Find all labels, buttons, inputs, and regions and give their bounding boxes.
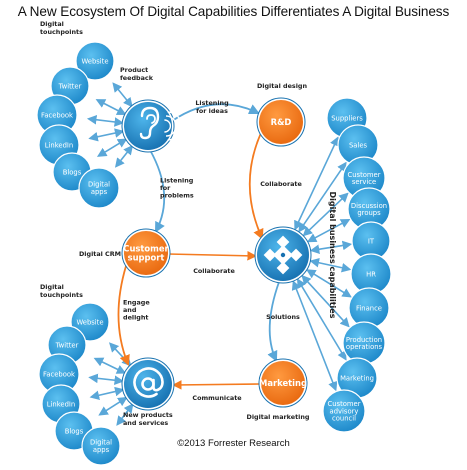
- capability-connector-discussion-groups: [306, 218, 351, 243]
- arrow-rd-collaborate: [248, 132, 264, 240]
- top-touchpoint-blogs-label: Blogs: [63, 168, 82, 176]
- node-layer: WebsiteTwitterFacebookLinkedInBlogsDigit…: [36, 41, 392, 466]
- at-sign-hub-icon: [121, 357, 175, 411]
- puzzle-hub-icon: [254, 226, 312, 284]
- arrow-communicate: [172, 380, 262, 390]
- capability-marketing-node: Marketing: [336, 357, 378, 399]
- top-touchpoint-facebook-label: Facebook: [41, 111, 73, 119]
- capability-connector-sales: [298, 161, 347, 233]
- rd-hub-label: R&D: [271, 117, 292, 127]
- label-digital-marketing: Digital marketing: [247, 413, 310, 421]
- top-touchpoint-connector-website: [112, 82, 133, 108]
- bottom-touchpoint-connector-facebook: [88, 373, 125, 386]
- capabilities-vertical-label: Digital business capabilities: [328, 192, 337, 319]
- capability-suppliers-label: Suppliers: [331, 114, 363, 122]
- bottom-touchpoint-facebook-label: Facebook: [43, 370, 75, 378]
- bottom-touchpoint-website-label: Website: [76, 318, 103, 326]
- bottom-touchpoint-connector-linkedin: [89, 386, 125, 400]
- rd-hub: R&D: [256, 97, 306, 147]
- capability-connector-production-operations: [301, 274, 350, 328]
- label-collaborate-mid: Collaborate: [193, 267, 235, 275]
- label-digital-design: Digital design: [257, 82, 308, 90]
- capability-it-label: IT: [368, 237, 375, 245]
- top-touchpoint-connector-twitter: [95, 99, 127, 116]
- capability-hr-node: HR: [350, 253, 392, 295]
- capability-connector-it: [309, 240, 353, 254]
- bottom-touchpoint-linkedin-label: LinkedIn: [47, 400, 76, 408]
- top-touchpoint-connector-digital-apps: [114, 144, 134, 168]
- top-touchpoint-twitter-label: Twitter: [58, 82, 82, 90]
- top-touchpoint-website-label: Website: [81, 57, 108, 65]
- capability-sales-node: Sales: [337, 124, 379, 166]
- label-communicate: Communicate: [192, 394, 242, 402]
- capability-connector-customer-advisory-council: [291, 280, 338, 392]
- page-title: A New Ecosystem Of Digital Capabilities …: [17, 4, 450, 19]
- bottom-touchpoint-connector-twitter: [93, 357, 127, 374]
- bottom-touchpoint-connector-blogs: [98, 396, 128, 416]
- capability-marketing-label: Marketing: [340, 374, 374, 382]
- capability-hr-label: HR: [366, 270, 376, 278]
- top-touchpoint-connector-linkedin: [88, 128, 125, 142]
- marketing-hub: Marketing: [258, 358, 308, 408]
- top-touchpoint-connector-blogs: [96, 138, 128, 157]
- capability-finance-label: Finance: [356, 304, 382, 312]
- arrow-listening-for-problems: [149, 149, 166, 233]
- copyright-note: ©2013 Forrester Research: [177, 438, 290, 449]
- arrow-solutions: [267, 281, 280, 362]
- top-touchpoint-linkedin-label: LinkedIn: [45, 141, 74, 149]
- top-touchpoint-connector-facebook: [86, 115, 125, 127]
- arrow-listening-for-ideas: [171, 103, 260, 122]
- capability-connector-marketing: [296, 278, 347, 361]
- connector-layer: [86, 82, 353, 426]
- bottom-touchpoint-connector-digital-apps: [116, 403, 134, 426]
- marketing-hub-label: Marketing: [259, 378, 307, 388]
- label-digital-crm: Digital CRM: [79, 250, 121, 258]
- bottom-touchpoint-twitter-label: Twitter: [55, 341, 79, 349]
- label-collaborate-top: Collaborate: [260, 180, 302, 188]
- top-touchpoint-website-node: Website: [75, 41, 115, 81]
- label-solutions: Solutions: [266, 313, 300, 321]
- arrow-engage-and-delight: [117, 265, 130, 366]
- arrow-collaborate-center: [167, 251, 257, 261]
- capability-connector-hr: [309, 258, 352, 273]
- bottom-touchpoint-blogs-label: Blogs: [65, 427, 84, 435]
- ear-hub-icon: [121, 99, 183, 153]
- capability-sales-label: Sales: [349, 141, 368, 149]
